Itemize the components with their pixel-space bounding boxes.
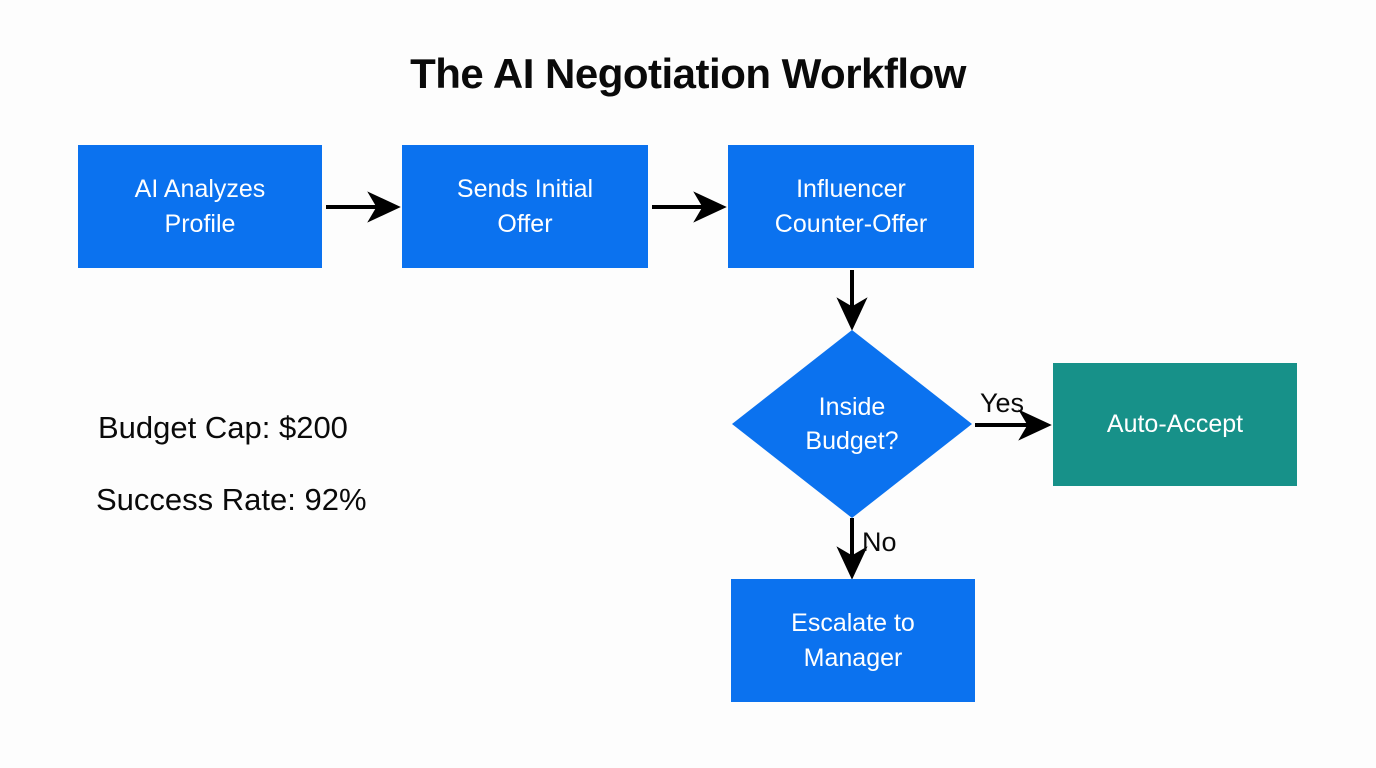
node-label-line1: Influencer (796, 175, 906, 203)
node-label-auto-accept: Auto-Accept (1106, 410, 1244, 439)
node-ai-analyzes-profile[interactable]: AI Analyzes Profile (78, 145, 322, 268)
node-label-line2: Manager (803, 643, 903, 672)
node-label-escalate-to-manager: Escalate to Manager (791, 606, 915, 675)
diagram-title: The AI Negotiation Workflow (410, 50, 966, 97)
node-influencer-counter-offer[interactable]: Influencer Counter-Offer (728, 145, 974, 268)
node-escalate-to-manager[interactable]: Escalate to Manager (731, 579, 975, 702)
node-label-line1: AI Analyzes (134, 175, 266, 203)
edge-label-yes: Yes (980, 388, 1025, 418)
node-label-influencer-counter-offer: Influencer Counter-Offer (775, 172, 927, 241)
stat-success-rate: Success Rate: 92% (96, 482, 367, 517)
node-decision-inside-budget[interactable]: Inside Budget? (732, 330, 972, 518)
node-label-line2: Profile (164, 209, 236, 238)
node-label-line1: Inside (818, 392, 886, 421)
node-label-line1: Sends Initial (456, 175, 594, 203)
stat-budget-cap: Budget Cap: $200 (98, 410, 348, 445)
node-label-line1: Escalate to (791, 609, 915, 637)
node-label-ai-analyzes-profile: AI Analyzes Profile (135, 172, 266, 241)
node-sends-initial-offer[interactable]: Sends Initial Offer (402, 145, 648, 268)
node-auto-accept[interactable]: Auto-Accept (1053, 363, 1297, 486)
node-label-sends-initial-offer: Sends Initial Offer (457, 172, 593, 241)
node-label-inside-budget: Inside Budget? (805, 390, 898, 459)
edge-label-no: No (862, 527, 897, 557)
node-label-line2: Counter-Offer (774, 209, 928, 238)
node-label-line2: Offer (497, 209, 553, 238)
node-label-line2: Budget? (805, 427, 899, 455)
